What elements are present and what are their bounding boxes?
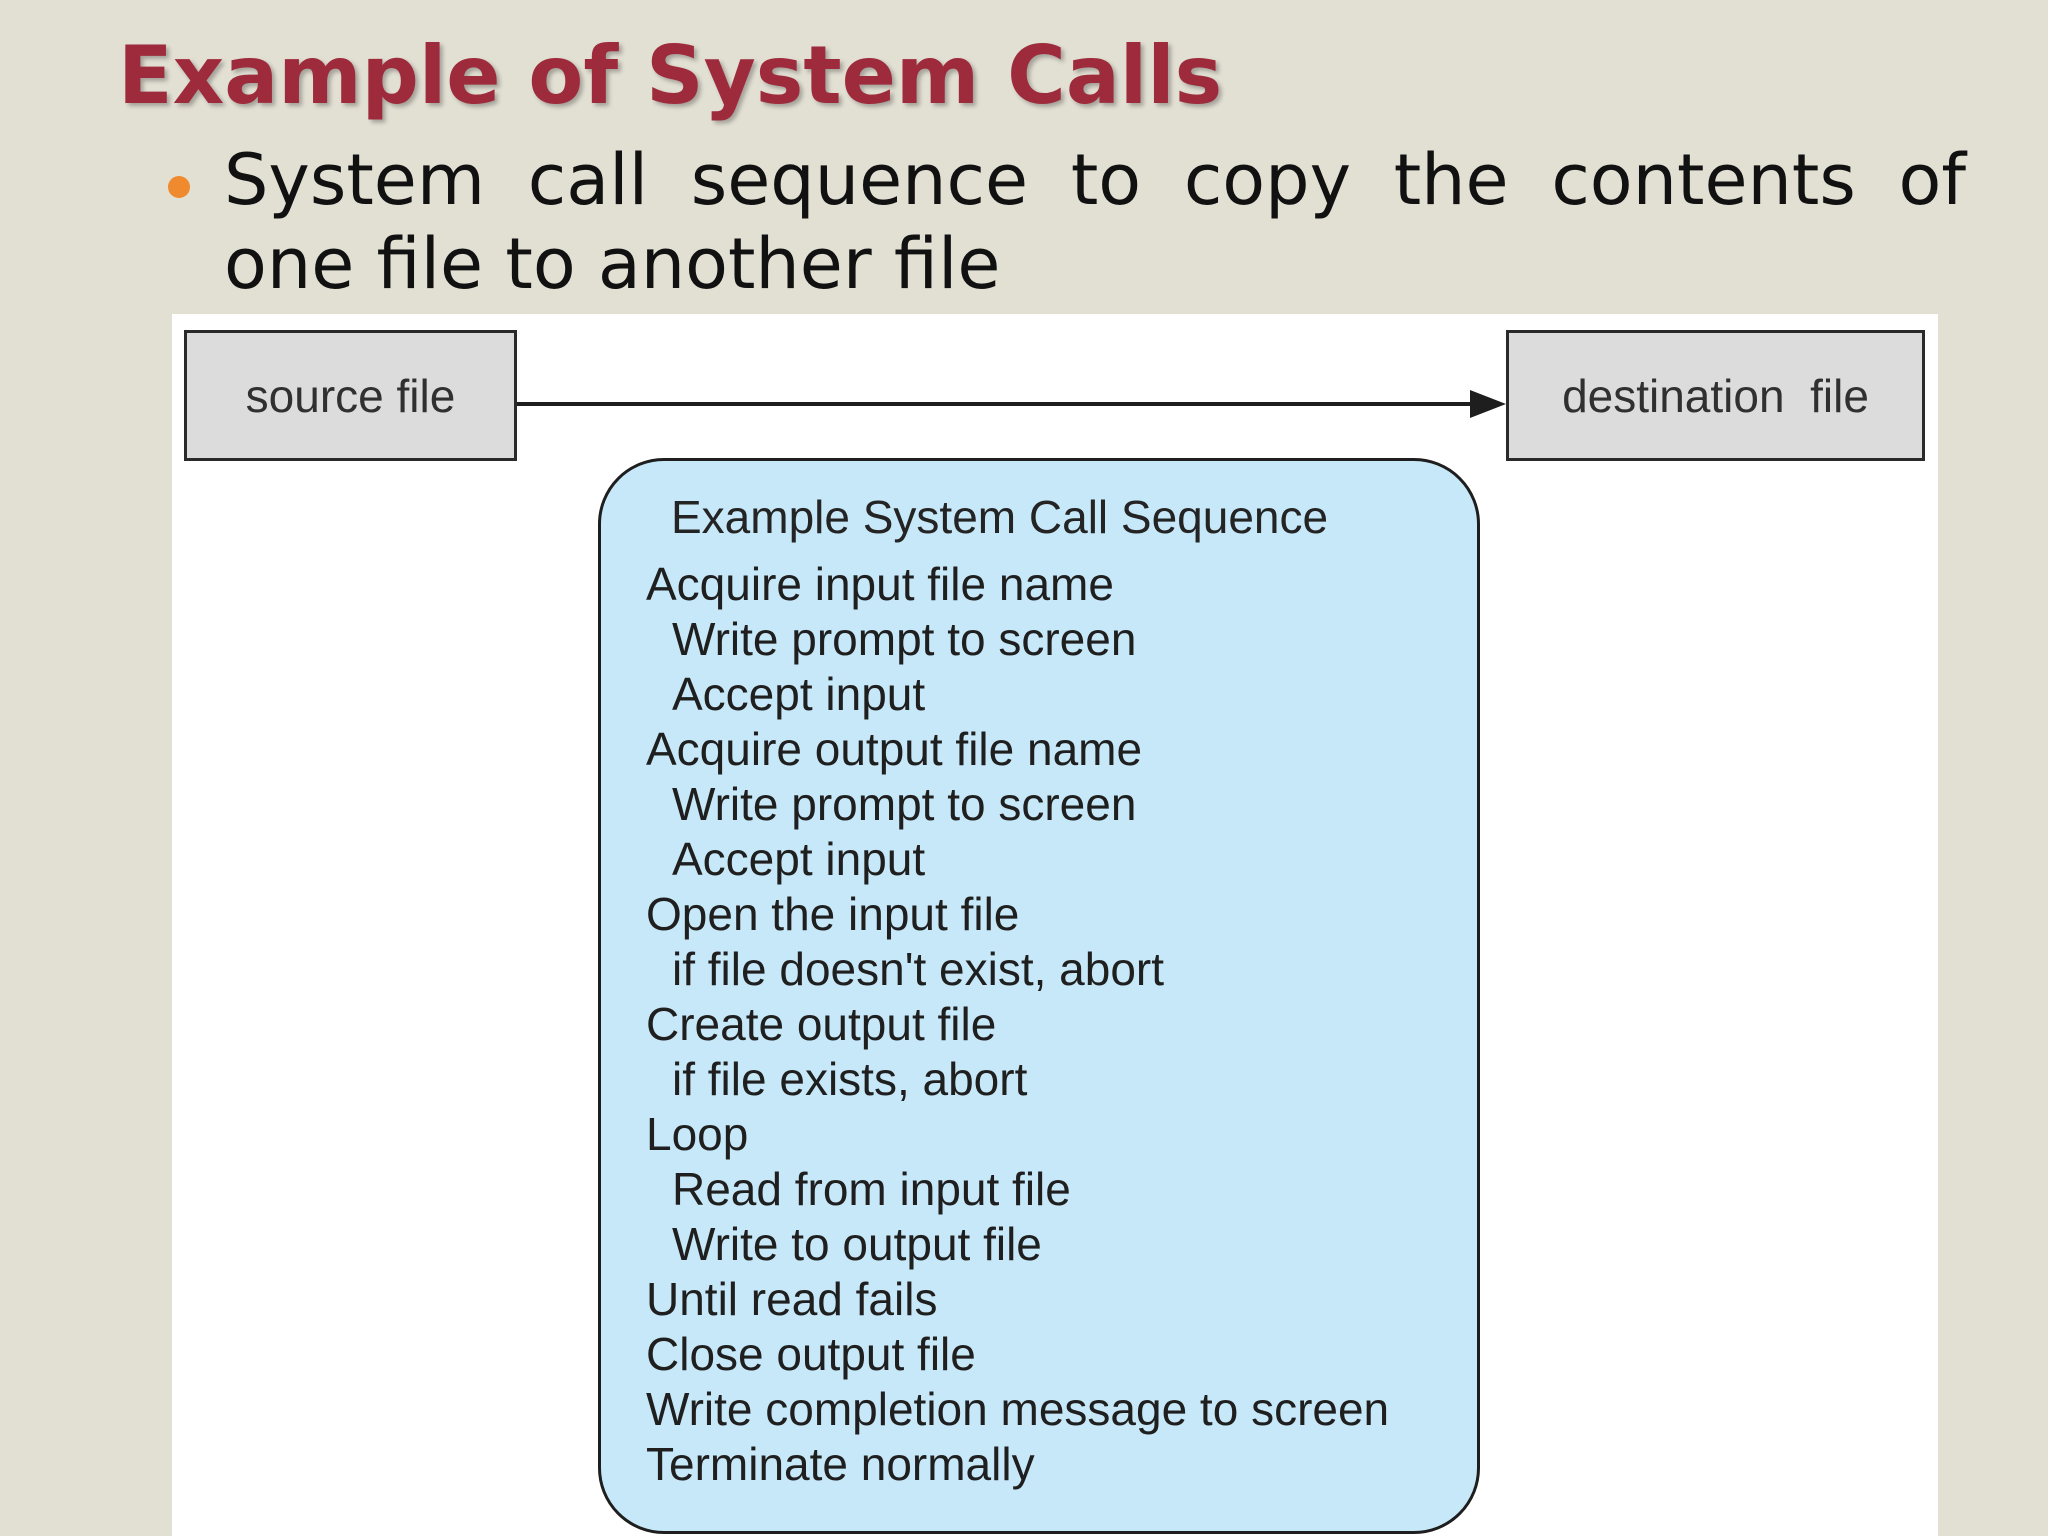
sequence-step: Loop <box>646 1108 749 1160</box>
sequence-step: Write prompt to screen <box>672 778 1137 830</box>
slide-title: Example of System Calls <box>118 29 1223 122</box>
sequence-step: Terminate normally <box>646 1438 1035 1490</box>
sequence-step: Accept input <box>672 668 926 720</box>
sequence-step: if file exists, abort <box>672 1053 1028 1105</box>
sequence-step: Read from input file <box>672 1163 1071 1215</box>
bullet-text: System call sequence to copy the content… <box>224 139 1966 305</box>
sequence-step: Acquire input file name <box>646 558 1114 610</box>
sequence-step: Accept input <box>672 833 926 885</box>
sequence-step: Write prompt to screen <box>672 613 1137 665</box>
sequence-title: Example System Call Sequence <box>671 491 1329 543</box>
source-file-label: source file <box>245 369 456 422</box>
sequence-step: if file doesn't exist, abort <box>672 943 1165 995</box>
destination-file-label: destination file <box>1562 369 1869 422</box>
sequence-step: Write to output file <box>672 1218 1042 1270</box>
diagram-panel: source file destination file Example Sys… <box>172 314 1938 1536</box>
destination-file-box: destination file <box>1506 330 1925 461</box>
sequence-step: Until read fails <box>646 1273 938 1325</box>
sequence-step: Acquire output file name <box>646 723 1143 775</box>
copy-flow-arrow <box>517 390 1506 418</box>
sequence-step: Open the input file <box>646 888 1020 940</box>
system-call-sequence-box: Example System Call Sequence Acquire inp… <box>598 458 1480 1534</box>
sequence-step: Close output file <box>646 1328 976 1380</box>
bullet-dot-icon <box>168 176 190 198</box>
source-file-box: source file <box>184 330 517 461</box>
sequence-step: Create output file <box>646 998 997 1050</box>
arrow-head-icon <box>1470 390 1506 418</box>
sequence-step: Write completion message to screen <box>646 1383 1390 1435</box>
